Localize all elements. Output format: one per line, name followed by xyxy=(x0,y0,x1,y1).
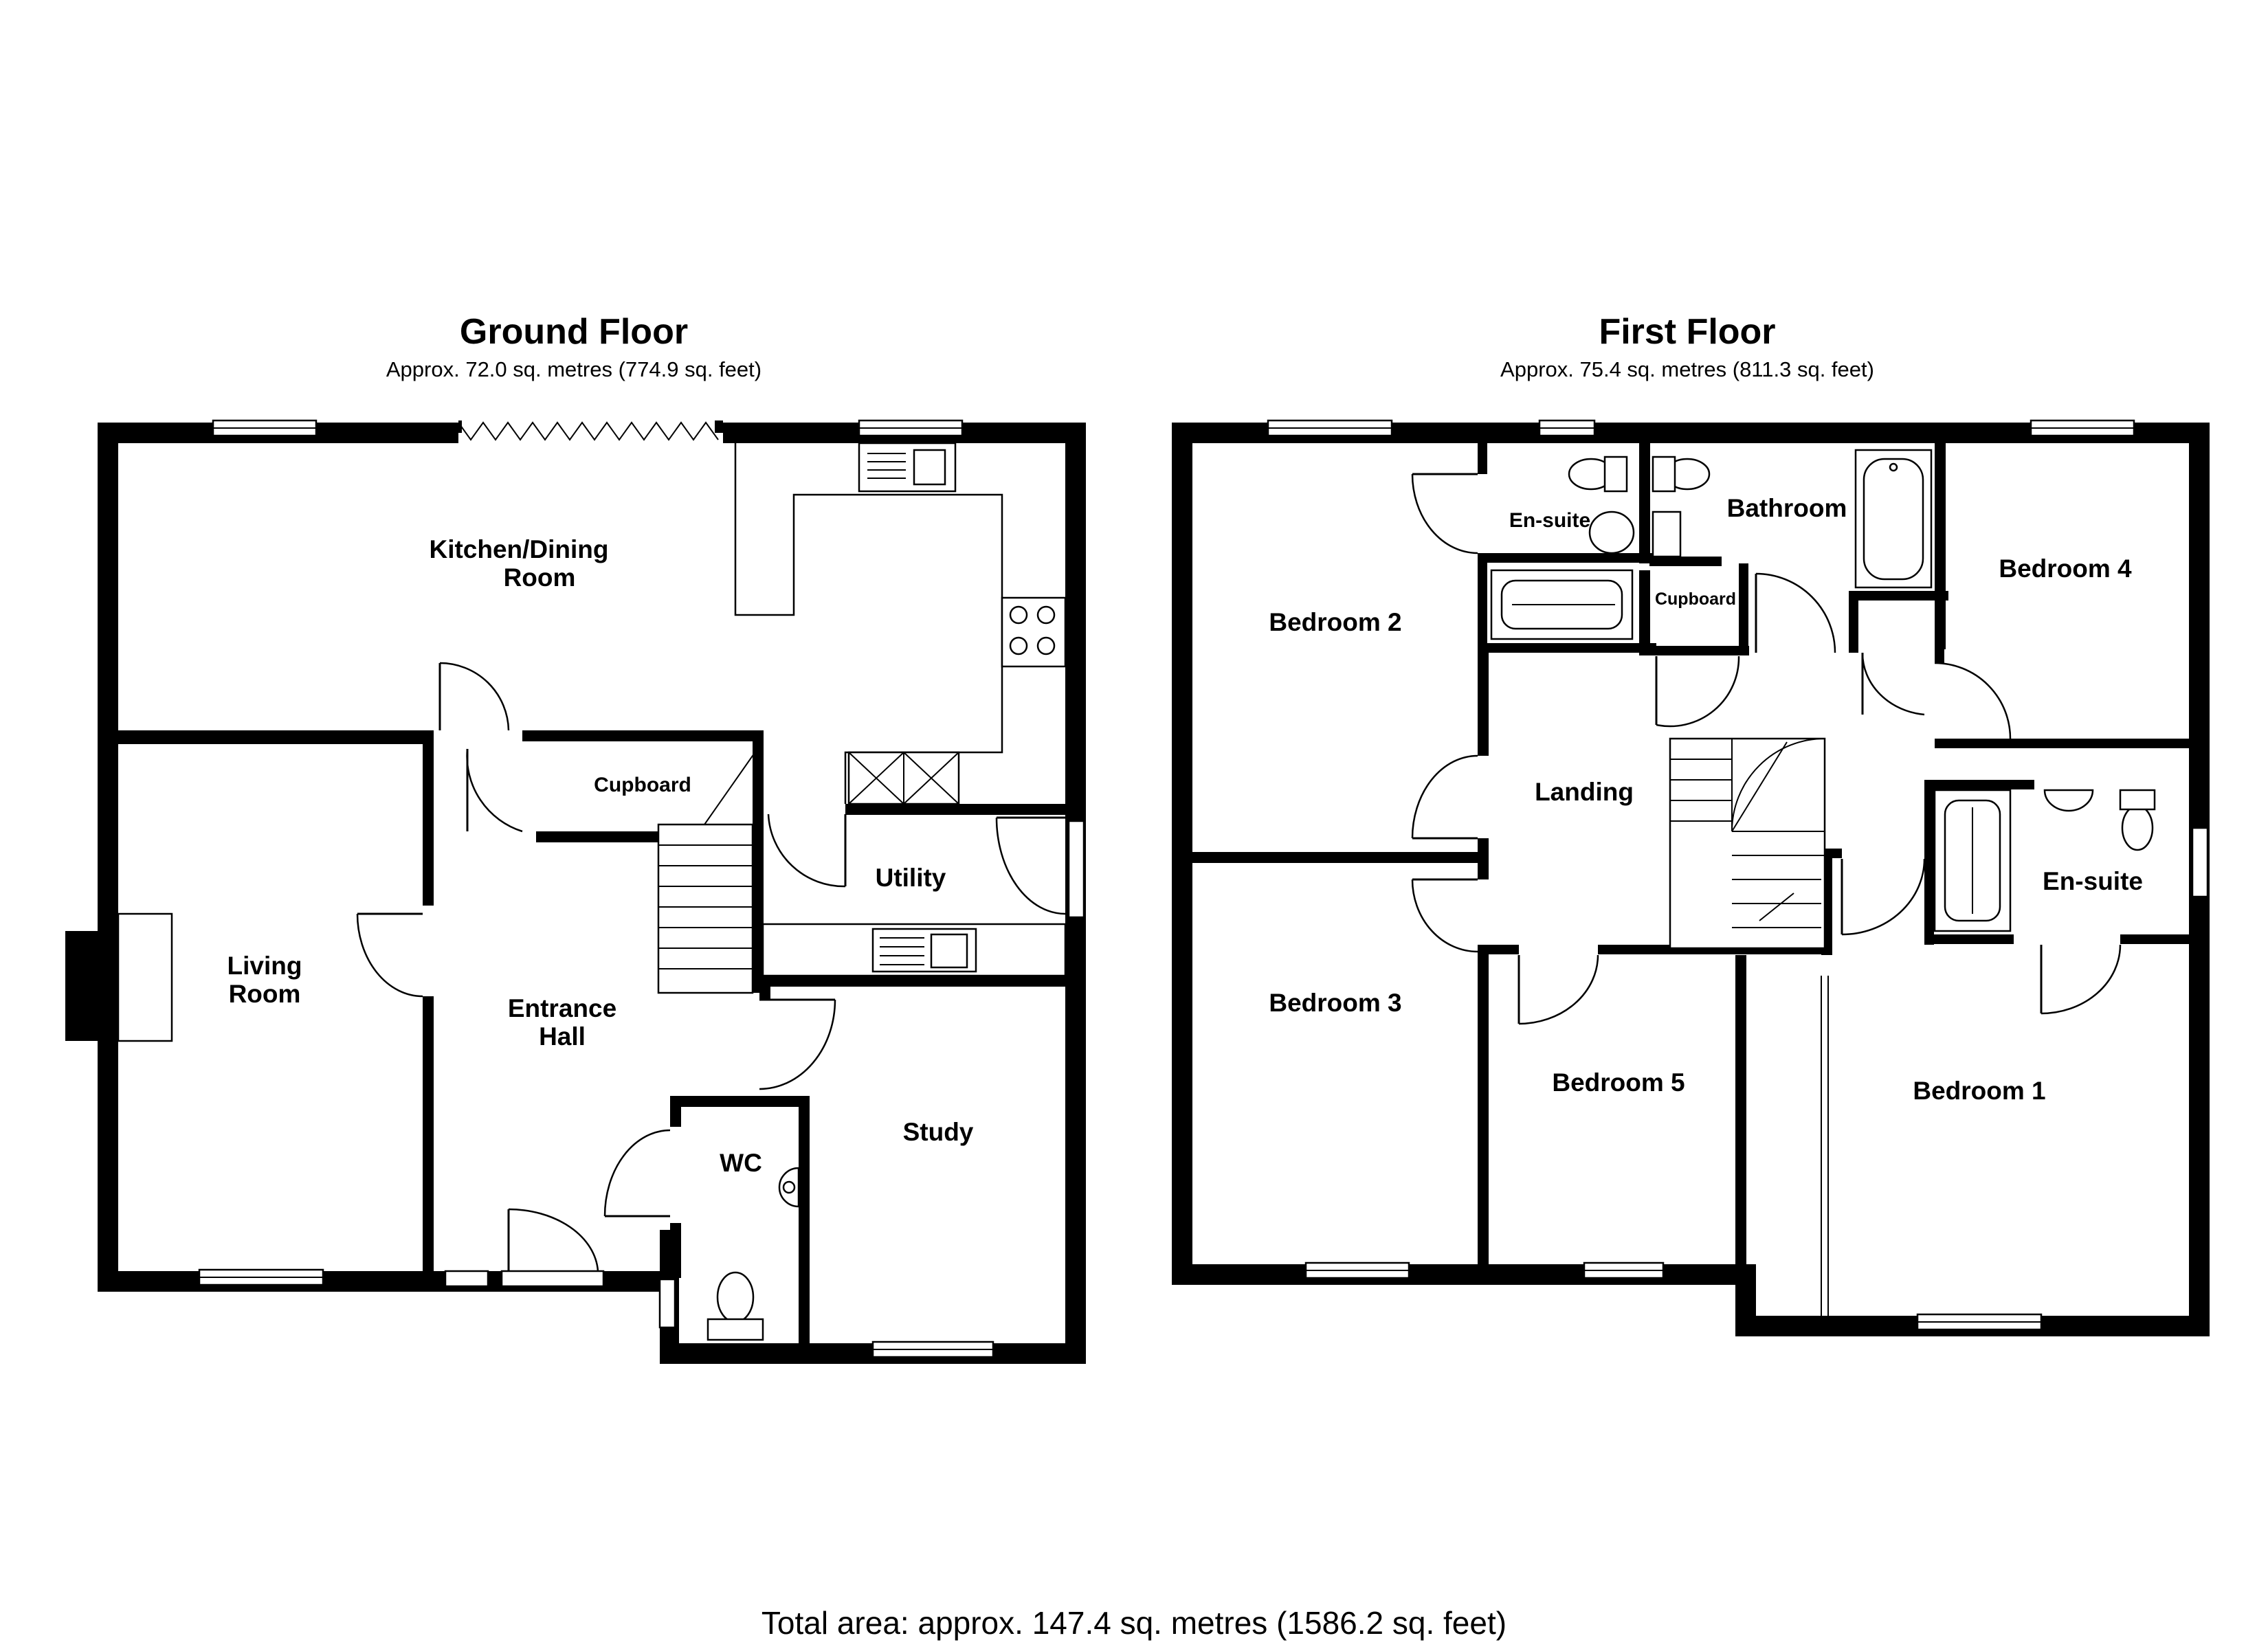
first-cupboard-label: Cupboard xyxy=(1655,590,1736,609)
bedroom-4-label: Bedroom 4 xyxy=(1999,554,2132,583)
bedroom-5-label: Bedroom 5 xyxy=(1552,1068,1685,1097)
ground-floor-doors xyxy=(356,662,1066,1288)
bathroom-label: Bathroom xyxy=(1727,494,1847,522)
kitchen-dining-label-line2: Room xyxy=(504,563,576,592)
ensuite-a-label: En-suite xyxy=(1509,509,1590,532)
ensuite-b-label: En-suite xyxy=(2043,867,2143,895)
ground-floor-fixtures xyxy=(117,442,1067,1341)
entrance-hall-label-line2: Hall xyxy=(539,1022,586,1051)
utility-label: Utility xyxy=(876,864,946,892)
first-floor-fixtures xyxy=(1490,449,2156,1316)
bedroom-2-label: Bedroom 2 xyxy=(1269,608,1401,636)
total-area: Total area: approx. 147.4 sq. metres (15… xyxy=(761,1605,1507,1641)
first-floor-room-labels: En-suite Bathroom Cupboard Bedroom 2 Bed… xyxy=(1269,494,2143,1105)
study-label: Study xyxy=(903,1118,974,1146)
kitchen-dining-label-line1: Kitchen/Dining xyxy=(429,535,608,563)
bedroom-1-label: Bedroom 1 xyxy=(1913,1077,2045,1105)
ground-floor-room-labels: Kitchen/Dining Room Cupboard Utility Liv… xyxy=(227,535,974,1177)
wc-label: WC xyxy=(720,1149,762,1177)
first-floor-plan: First Floor Approx. 75.4 sq. metres (811… xyxy=(1172,312,2210,1336)
ground-floor-plan: Ground Floor Approx. 72.0 sq. metres (77… xyxy=(65,312,1086,1364)
first-floor-area: Approx. 75.4 sq. metres (811.3 sq. feet) xyxy=(1500,357,1874,381)
entrance-hall-label-line1: Entrance xyxy=(508,994,616,1022)
ground-floor-area: Approx. 72.0 sq. metres (774.9 sq. feet) xyxy=(386,357,761,381)
bedroom-3-label: Bedroom 3 xyxy=(1269,989,1401,1017)
first-floor-title: First Floor xyxy=(1599,312,1775,352)
living-room-label-line1: Living xyxy=(227,952,302,980)
ground-floor-windows xyxy=(198,419,1085,1358)
landing-label: Landing xyxy=(1535,778,1634,806)
first-floor-windows xyxy=(1267,419,2209,1331)
living-room-label-line2: Room xyxy=(229,980,301,1008)
ground-floor-title: Ground Floor xyxy=(460,312,688,352)
first-floor-doors xyxy=(1411,473,2122,1025)
ground-cupboard-label: Cupboard xyxy=(594,774,691,796)
